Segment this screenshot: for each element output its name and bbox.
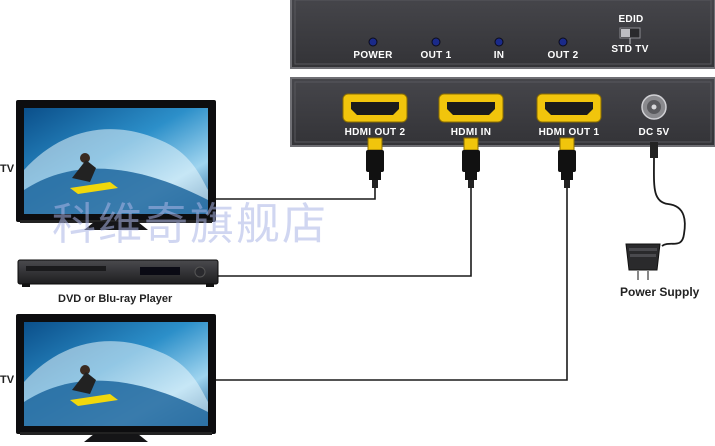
cable-out1-to-bottom-tv [212,188,568,381]
dc-5v-label: DC 5V [638,127,670,138]
in-led-icon [494,37,504,47]
dc-jack-icon [641,94,667,120]
power-led-icon [368,37,378,47]
edid-switch[interactable] [619,27,641,44]
hdmi-out2-port-icon [342,93,408,123]
std-tv-label: STD TV [611,44,649,55]
power-label: POWER [353,50,393,61]
power-adapter-icon [625,243,661,280]
edid-label: EDID [618,14,644,25]
hdmi-cables [212,188,568,381]
bottom-panel [290,77,715,147]
watermark-text: 科维奇旗舰店 [52,199,328,250]
hdmi-plugs [366,137,576,188]
hdmi-out1-port-icon [536,93,602,123]
out1-led-icon [431,37,441,47]
hdmi-plug-icon [558,137,576,188]
bottom-tv [16,314,216,442]
cable-in-to-player [218,188,472,277]
top-tv-label: TV [0,163,15,175]
hdmi-plug-icon [462,137,480,188]
in-label: IN [493,50,505,61]
hdmi-out1-label: HDMI OUT 1 [538,127,600,138]
hdmi-plug-icon [366,137,384,188]
hdmi-in-label: HDMI IN [450,127,492,138]
top-tv [16,100,216,230]
top-panel [290,0,715,69]
dvd-player [17,259,219,287]
cable-out2-to-top-tv [212,188,376,200]
out1-label: OUT 1 [420,50,452,61]
player-label: DVD or Blu-ray Player [58,293,173,305]
hdmi-out2-label: HDMI OUT 2 [344,127,406,138]
power-supply-label: Power Supply [620,285,700,299]
out2-led-icon [558,37,568,47]
hdmi-in-port-icon [438,93,504,123]
out2-label: OUT 2 [547,50,579,61]
bottom-tv-label: TV [0,374,15,386]
power-supply [625,142,686,280]
